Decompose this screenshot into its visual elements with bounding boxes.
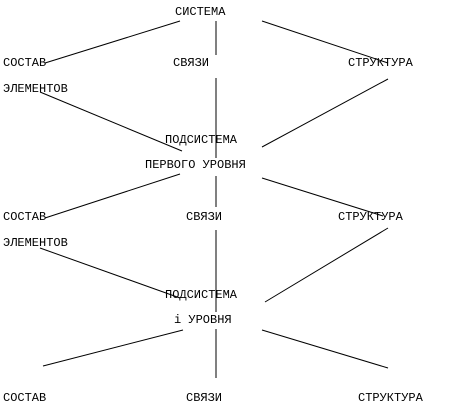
edge-structure-subsystemi xyxy=(264,227,389,303)
subsystemi-subtitle: i УРОВНЯ xyxy=(174,313,232,327)
node-composition-label: СОСТАВ xyxy=(3,56,46,70)
node-system: СИСТЕМА xyxy=(175,5,226,19)
subsystem1-title: ПОДСИСТЕМА xyxy=(165,133,238,147)
node-links-label: СВЯЗИ xyxy=(173,56,209,70)
subsystem-first-level: ПОДСИСТЕМА ПЕРВОГО УРОВНЯ xyxy=(145,133,246,172)
edge-system-structure xyxy=(261,20,389,64)
subsystem1-subtitle: ПЕРВОГО УРОВНЯ xyxy=(145,158,246,172)
node-links-label: СВЯЗИ xyxy=(186,210,222,224)
level0-nodes: СОСТАВ ЭЛЕМЕНТОВ СВЯЗИ СТРУКТУРА xyxy=(3,56,414,96)
edge-composition-subsystem1 xyxy=(39,91,183,152)
edge-structure-subsystem1 xyxy=(261,78,389,148)
edge-system-composition xyxy=(44,20,181,64)
node-structure-label: СТРУКТУРА xyxy=(358,391,424,405)
node-structure-label: СТРУКТУРА xyxy=(338,210,404,224)
level1-nodes: СОСТАВ ЭЛЕМЕНТОВ СВЯЗИ СТРУКТУРА xyxy=(3,210,404,250)
edge-subsystemi-structure xyxy=(261,329,389,369)
connector-lines xyxy=(39,20,389,378)
node-composition-sublabel: ЭЛЕМЕНТОВ xyxy=(3,236,68,250)
node-composition-label: СОСТАВ xyxy=(3,391,46,405)
node-structure-label: СТРУКТУРА xyxy=(348,56,414,70)
edge-subsystemi-composition xyxy=(42,329,184,367)
edge-subsystem1-structure xyxy=(261,177,384,217)
edge-composition-subsystemi xyxy=(39,247,181,299)
node-composition-label: СОСТАВ xyxy=(3,210,46,224)
level2-nodes: СОСТАВ СВЯЗИ СТРУКТУРА xyxy=(3,391,424,405)
subsystem-i-level: ПОДСИСТЕМА i УРОВНЯ xyxy=(165,288,238,327)
subsystemi-title: ПОДСИСТЕМА xyxy=(165,288,238,302)
node-links-label: СВЯЗИ xyxy=(186,391,222,405)
node-composition-sublabel: ЭЛЕМЕНТОВ xyxy=(3,82,68,96)
edge-subsystem1-composition xyxy=(44,173,181,219)
